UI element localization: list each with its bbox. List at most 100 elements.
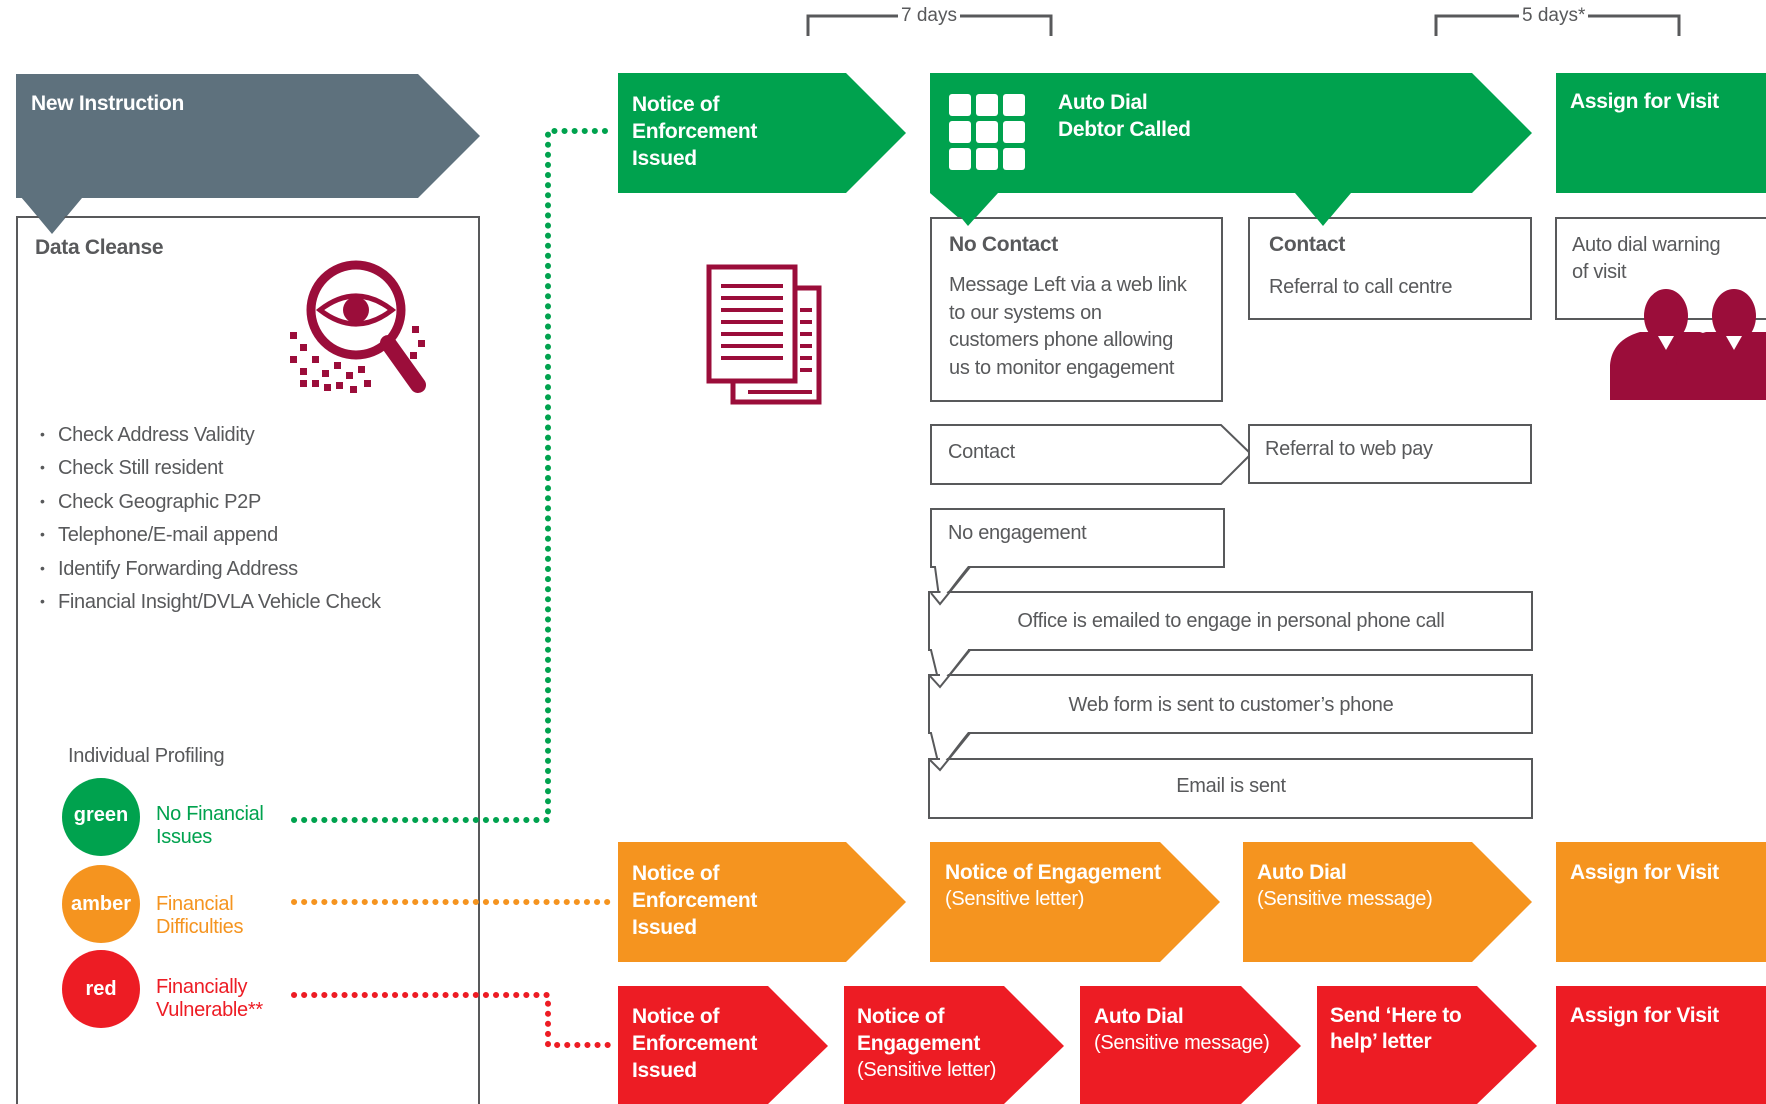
green-badge (62, 778, 140, 856)
amber-profile-line2: Difficulties (156, 916, 244, 938)
assign-warning-line2: of visit (1572, 261, 1627, 283)
cascade-pointer-2 (929, 649, 971, 689)
contact-box (1248, 217, 1532, 320)
red-dotted-connector (291, 992, 611, 1048)
seven-days-label: 7 days (898, 5, 960, 28)
data-cleanse-panel (16, 216, 480, 1104)
list-item: Check Geographic P2P (40, 485, 381, 518)
magnifier-eye-icon (290, 260, 426, 393)
amber-engagement-shape (930, 842, 1220, 962)
red-notice-line2: Enforcement (632, 1032, 758, 1055)
red-help-letter-shape (1317, 986, 1537, 1104)
web-form-box (928, 674, 1533, 773)
red-engagement-line1: Notice of (857, 1005, 945, 1028)
red-help-letter-line2: help’ letter (1330, 1030, 1432, 1053)
green-notice-line1: Notice of (632, 93, 720, 116)
green-profile-line1: No Financial (156, 803, 264, 825)
red-engagement-line2: Engagement (857, 1032, 981, 1055)
red-engagement-line3: (Sensitive letter) (857, 1059, 997, 1081)
red-auto-dial-shape (1080, 986, 1301, 1104)
auto-dial-line2: Debtor Called (1058, 118, 1191, 141)
red-notice-shape (618, 986, 828, 1104)
red-notice-line3: Issued (632, 1059, 697, 1082)
auto-dial-pointer-left (940, 192, 998, 226)
green-notice-shape (618, 73, 906, 193)
new-instruction-arrow (16, 74, 480, 234)
red-assign-shape (1556, 986, 1766, 1104)
people-icon (1610, 289, 1766, 400)
no-contact-line: Message Left via a web link (949, 274, 1187, 296)
cascade-pointer-3-fill (940, 732, 968, 767)
no-engagement-label: No engagement (948, 522, 1087, 544)
green-auto-dial-shape (930, 73, 1532, 226)
red-notice-line1: Notice of (632, 1005, 720, 1028)
profiling-title: Individual Profiling (68, 745, 225, 767)
green-notice-line3: Issued (632, 147, 697, 170)
amber-engagement-text: Notice of Engagement (Sensitive letter) (945, 860, 1161, 912)
cascade-pointer-2-fill (940, 649, 968, 684)
amber-notice-line3: Issued (632, 916, 697, 939)
cascade-pointer-1-fill (940, 566, 968, 601)
five-days-label: 5 days* (1519, 5, 1589, 28)
red-notice-text: Notice of Enforcement Issued (632, 1003, 757, 1084)
amber-notice-line2: Enforcement (632, 889, 758, 912)
red-engagement-shape (844, 986, 1064, 1104)
amber-auto-dial-line2: (Sensitive message) (1257, 888, 1433, 910)
data-cleanse-title: Data Cleanse (35, 236, 164, 259)
red-profile-line1: Financially (156, 976, 248, 998)
red-auto-dial-line2: (Sensitive message) (1094, 1032, 1270, 1054)
new-instruction-title: New Instruction (31, 92, 185, 115)
red-profile-line2: Vulnerable** (156, 999, 263, 1021)
web-pay-box (1248, 424, 1532, 484)
amber-assign-title: Assign for Visit (1570, 861, 1719, 884)
red-badge (62, 950, 140, 1028)
red-auto-dial-text: Auto Dial (Sensitive message) (1094, 1003, 1270, 1057)
amber-notice-line1: Notice of (632, 862, 720, 885)
amber-engagement-line1: Notice of Engagement (945, 861, 1161, 884)
web-pay-label: Referral to web pay (1265, 438, 1433, 460)
green-profile-text: No Financial Issues (156, 803, 264, 849)
red-badge-label: red (85, 978, 117, 1000)
amber-auto-dial-text: Auto Dial (Sensitive message) (1257, 860, 1433, 912)
email-sent-box (928, 758, 1533, 819)
list-item: Identify Forwarding Address (40, 552, 381, 585)
contact-arrow-box (930, 424, 1253, 485)
contact-title: Contact (1269, 233, 1346, 256)
amber-notice-shape (618, 842, 906, 962)
red-help-letter-text: Send ‘Here to help’ letter (1330, 1003, 1462, 1055)
cascade-pointer-3 (929, 732, 971, 772)
red-engagement-text: Notice of Engagement (Sensitive letter) (857, 1003, 996, 1084)
amber-badge (62, 865, 140, 943)
office-email-label: Office is emailed to engage in personal … (1017, 610, 1445, 632)
assign-warning-line1: Auto dial warning (1572, 234, 1721, 256)
red-profile-text: Financially Vulnerable** (156, 976, 263, 1022)
new-instruction-pointer (20, 196, 82, 232)
no-contact-box (930, 217, 1223, 402)
no-contact-line: us to monitor engagement (949, 356, 1175, 379)
red-help-letter-line1: Send ‘Here to (1330, 1004, 1462, 1027)
no-contact-line: to our systems on (949, 301, 1102, 324)
cascade-pointer-1 (930, 566, 971, 606)
no-contact-text: Message Left via a web link to our syste… (949, 272, 1187, 382)
amber-notice-text: Notice of Enforcement Issued (632, 860, 757, 941)
green-assign-title: Assign for Visit (1570, 90, 1719, 113)
contact-arrow-label: Contact (948, 441, 1015, 463)
email-sent-label: Email is sent (1176, 775, 1286, 797)
no-contact-line: customers phone allowing (949, 329, 1174, 351)
auto-dial-pointer-right (1295, 192, 1351, 226)
keypad-icon (949, 94, 1025, 170)
list-item: Telephone/E-mail append (40, 518, 381, 551)
red-auto-dial-line1: Auto Dial (1094, 1005, 1184, 1028)
amber-profile-text: Financial Difficulties (156, 893, 243, 939)
green-notice-line2: Enforcement (632, 120, 758, 143)
amber-engagement-line2: (Sensitive letter) (945, 888, 1085, 910)
auto-dial-line1: Auto Dial (1058, 91, 1148, 114)
list-item: Check Address Validity (40, 418, 381, 451)
list-item: Financial Insight/DVLA Vehicle Check (40, 585, 381, 618)
documents-icon (706, 264, 822, 405)
amber-badge-label: amber (70, 893, 132, 915)
assign-warning-text: Auto dial warning of visit (1572, 232, 1721, 286)
list-item: Check Still resident (40, 451, 381, 484)
office-email-box (928, 591, 1533, 690)
